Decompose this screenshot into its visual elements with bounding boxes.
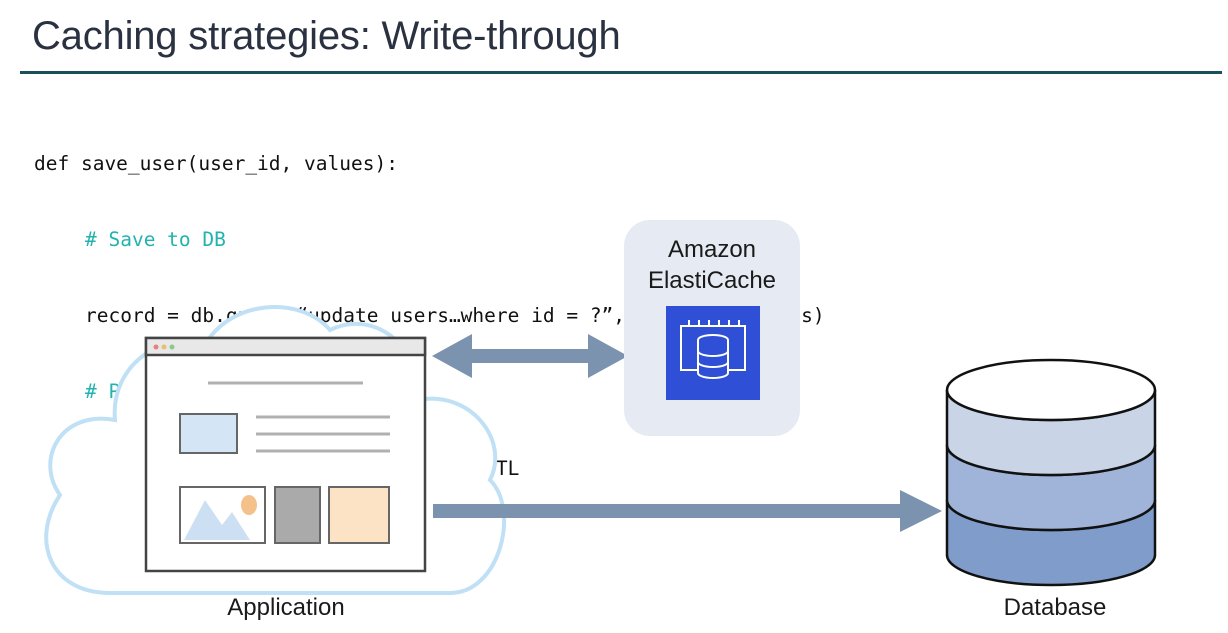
application-label: Application (227, 594, 345, 621)
code-line-1: def save_user(user_id, values): (34, 151, 398, 175)
app-cache-double-arrow (432, 334, 628, 378)
database-icon (945, 358, 1157, 587)
application-window-icon (144, 336, 427, 573)
app-database-arrow (433, 490, 942, 532)
code-comment-save-to-db: # Save to DB (85, 228, 226, 252)
title-divider (20, 71, 1222, 74)
slide-title: Caching strategies: Write-through (32, 14, 621, 58)
elasticache-label: Amazon ElastiCache (628, 234, 796, 296)
elasticache-icon (666, 306, 760, 400)
database-label: Database (1003, 594, 1107, 621)
elasticache-label-line1: Amazon (667, 236, 757, 263)
elasticache-label-line2: ElastiCache (647, 267, 777, 294)
